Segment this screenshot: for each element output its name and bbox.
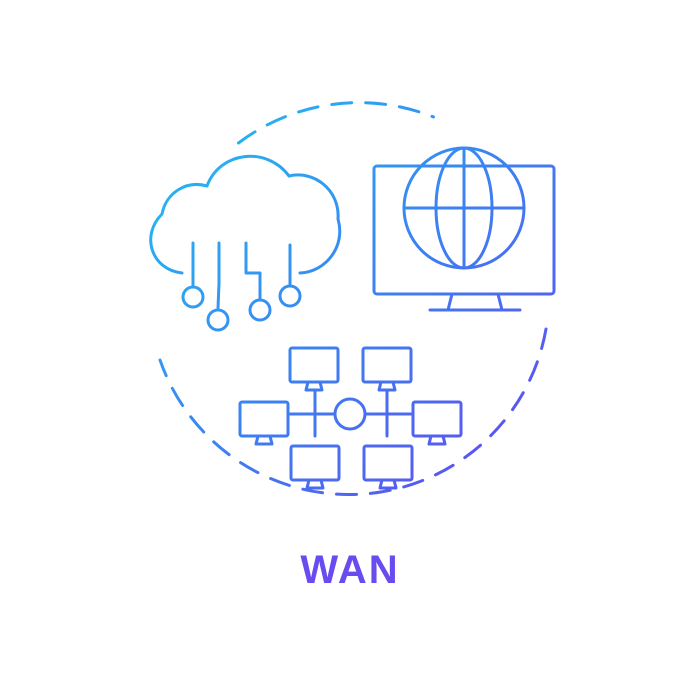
cloud-network-icon [149,154,342,332]
monitor-icon [411,400,463,446]
monitor-icon [289,444,341,490]
monitor-icon [238,400,290,446]
monitor-icon [361,346,413,392]
monitor-icon [288,346,340,392]
network-topology-icon [238,346,463,490]
monitor-icon [362,444,414,490]
globe-monitor-icon [372,146,556,312]
wan-label: WAN [300,548,400,592]
dashed-ring [158,101,548,497]
